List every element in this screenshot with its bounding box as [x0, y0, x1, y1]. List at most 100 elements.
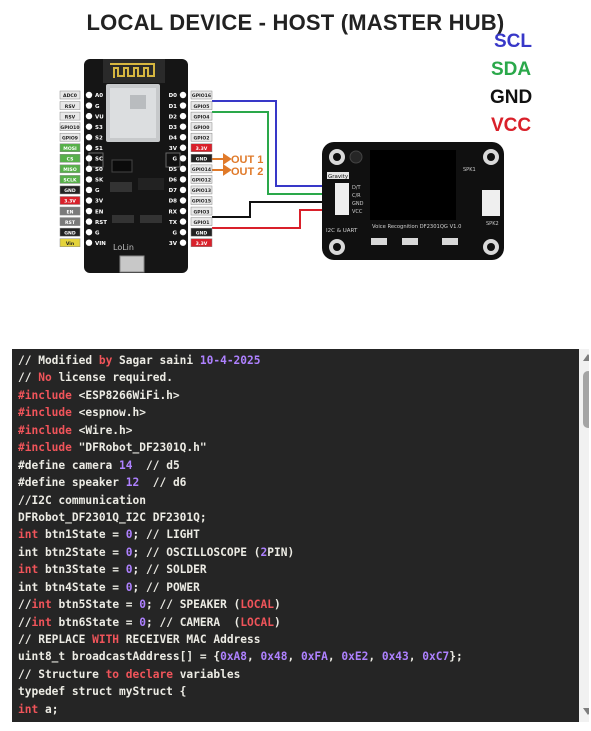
code-token: #include: [18, 441, 72, 455]
left-pin-tag-label: EN: [67, 209, 74, 215]
code-token: ,: [408, 650, 423, 664]
svg-text:VCC: VCC: [352, 209, 363, 215]
left-pin-tag-label: SCLK: [63, 178, 77, 184]
right-pin-tag: [190, 122, 213, 131]
left-pin-tag: [59, 101, 81, 110]
left-pin-hole: [85, 207, 93, 215]
code-token: int: [18, 528, 39, 542]
right-pin-tag: [190, 196, 213, 205]
right-pin-label: D2: [169, 114, 178, 120]
code-token: int: [31, 615, 52, 629]
module-pin-labels: D/T C/R GND VCC: [352, 185, 364, 215]
code-token: declare: [125, 667, 173, 681]
module-mode: I2C & UART: [326, 228, 358, 234]
code-line: int btn1State = 0; // LIGHT: [18, 526, 566, 543]
code-token: btn1State =: [38, 528, 126, 542]
code-token: to: [105, 667, 120, 681]
right-pin-tag: [190, 206, 213, 216]
svg-text:D/T: D/T: [352, 185, 362, 191]
right-pin-tag-label: GPIO13: [192, 188, 211, 194]
right-pin-label: D1: [169, 104, 178, 110]
left-pin-hole: [85, 144, 93, 151]
left-pin-tag: [59, 122, 81, 131]
left-pin-tag: [59, 111, 81, 121]
code-token: <espnow.h>: [71, 406, 146, 420]
wires: [212, 100, 338, 229]
code-token: btn5State =: [51, 598, 140, 612]
left-pin-hole: [85, 134, 93, 141]
left-pin-tag-label: RSV: [65, 104, 76, 110]
code-token: "DFRobot_DF2301Q.h": [71, 441, 207, 455]
left-pin-tag-label: GND: [64, 188, 76, 194]
code-panel[interactable]: // Modified by Sagar saini 10-4-2025// N…: [12, 349, 589, 722]
code-token: 0: [139, 615, 147, 629]
left-pin-tag: [59, 196, 81, 205]
code-line: #include <Wire.h>: [18, 422, 566, 439]
left-pin-hole: [85, 112, 93, 120]
left-pin-tag: [59, 227, 81, 237]
code-token: int: [31, 598, 52, 612]
code-area[interactable]: // Modified by Sagar saini 10-4-2025// N…: [18, 352, 566, 720]
code-token: 0: [125, 545, 133, 559]
code-token: 2: [260, 545, 268, 559]
code-line: #include <ESP8266WiFi.h>: [18, 387, 566, 404]
right-pin-label: G: [172, 230, 177, 236]
right-pin-hole: [179, 102, 187, 109]
code-token: ; // OSCILLOSCOPE (: [132, 545, 261, 559]
right-pin-tag: [190, 217, 213, 226]
scroll-up-arrow-icon[interactable]: [583, 354, 589, 361]
code-line: // Structure to declare variables: [18, 666, 566, 683]
code-token: No: [38, 371, 52, 385]
left-pin-hole: [85, 155, 93, 162]
left-pin-label: VU: [95, 114, 104, 120]
left-pin-hole: [85, 197, 93, 204]
right-pin-hole: [179, 239, 187, 246]
code-token: 0xA8: [220, 650, 248, 664]
svg-text:C/R: C/R: [352, 193, 361, 199]
module-spk2: SPK2: [486, 221, 499, 227]
left-pin-tag-label: GND: [64, 230, 76, 236]
code-token: <ESP8266WiFi.h>: [71, 388, 180, 402]
right-pin-hole: [179, 228, 187, 236]
right-pin-hole: [179, 155, 187, 162]
code-token: // Structure: [18, 667, 106, 681]
code-token: ; // SPEAKER (: [146, 598, 241, 612]
left-pin-label: EN: [95, 209, 104, 215]
left-pin-tag-label: GPIO9: [62, 135, 78, 141]
code-token: Sagar saini: [112, 354, 200, 367]
right-pin-tag-label: GND: [196, 230, 208, 236]
code-token: #include: [18, 423, 72, 437]
code-token: #include: [18, 388, 72, 402]
code-token: license required.: [51, 371, 173, 385]
right-pin-hole: [179, 186, 187, 194]
left-pin-tag: [59, 206, 81, 216]
module-brand: Gravity: [328, 174, 349, 180]
vertical-scrollbar[interactable]: [579, 349, 589, 722]
right-pin-tag-label: 3.3V: [196, 146, 208, 152]
code-token: 0xE2: [341, 650, 369, 664]
code-token: ): [274, 615, 281, 629]
left-pin-label: SK: [95, 178, 104, 184]
code-token: //: [18, 598, 32, 612]
code-token: int: [18, 702, 39, 716]
left-pin-label: A0: [95, 93, 103, 99]
legend-scl: SCL: [494, 31, 532, 52]
right-pin-tag-label: GPIO5: [194, 104, 210, 110]
left-pin-label: SC: [95, 157, 103, 163]
right-pin-label: D5: [169, 167, 178, 173]
code-token: 0x43: [381, 650, 409, 664]
left-pin-label: RST: [95, 220, 107, 226]
code-token: a;: [38, 702, 59, 716]
out2-label: OUT 2: [231, 166, 263, 178]
right-pin-tag: [190, 154, 213, 163]
code-token: };: [449, 650, 463, 664]
scroll-down-arrow-icon[interactable]: [583, 708, 589, 715]
left-pin-hole: [85, 165, 93, 173]
code-token: 0: [139, 598, 147, 612]
code-token: [119, 668, 126, 681]
code-line: int btn2State = 0; // OSCILLOSCOPE (2PIN…: [18, 544, 566, 561]
right-pin-tag-label: GND: [196, 157, 208, 163]
scroll-thumb[interactable]: [583, 371, 589, 428]
left-pin-tag: [59, 154, 81, 163]
